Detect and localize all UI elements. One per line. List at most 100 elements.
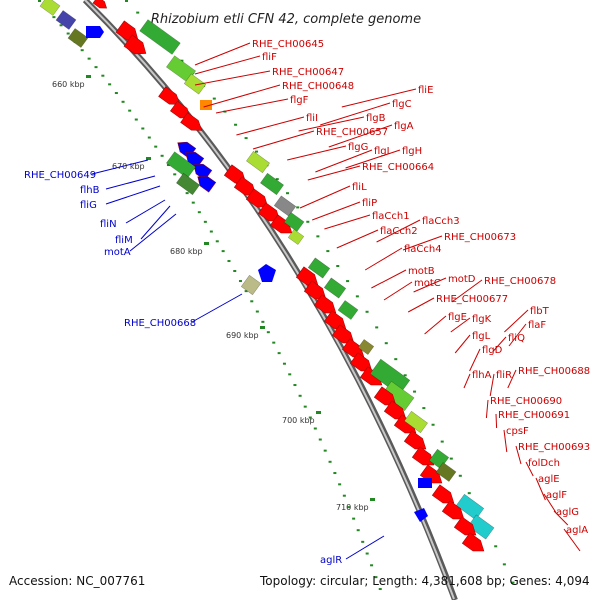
scale-dot: [494, 545, 498, 548]
cds-bar: [273, 195, 297, 217]
gene-label: RHE_CH00693: [518, 442, 590, 453]
scale-dot: [59, 24, 63, 27]
scale-dot: [347, 506, 351, 509]
scale-dot: [121, 100, 125, 103]
gene-label: flgI: [374, 146, 390, 157]
gene-label: flgA: [394, 121, 414, 132]
scale-dot: [375, 326, 379, 329]
gene-arrow: [158, 86, 181, 105]
scale-dot: [66, 32, 70, 35]
leader-line: [424, 315, 447, 335]
scale-dot: [191, 201, 195, 204]
leader-line: [287, 145, 347, 161]
leader-line: [125, 199, 166, 224]
scale-dot: [277, 352, 281, 355]
leader-line: [451, 279, 483, 303]
scale-dot: [422, 407, 426, 410]
scale-dot: [502, 563, 506, 566]
leader-line: [298, 116, 365, 132]
scale-dot: [209, 230, 213, 233]
scale-dot: [318, 438, 322, 441]
scale-dot: [238, 280, 242, 283]
gene-label: aglF: [546, 490, 567, 501]
gene-label: motD: [448, 274, 476, 285]
gene-label: fliR: [496, 370, 512, 381]
cds-bar: [139, 19, 181, 55]
scale-dot: [221, 250, 225, 253]
kbp-tick-mark: [260, 326, 265, 329]
gene-label: RHE_CH00688: [518, 366, 590, 377]
leader-line: [402, 235, 443, 251]
kbp-tick-label: 710 kbp: [336, 503, 369, 512]
scale-dot: [233, 270, 237, 272]
scale-dot: [114, 92, 118, 95]
scale-dot: [80, 49, 84, 52]
cds-bar: [323, 277, 347, 299]
scale-dot: [370, 564, 374, 567]
cds-bar: [287, 229, 305, 245]
gene-arrow: [197, 175, 217, 193]
leader-line: [383, 281, 413, 301]
gene-label: fliG: [80, 200, 97, 211]
gene-label: flgB: [366, 113, 386, 124]
gene-blue: [414, 508, 428, 522]
scale-dot: [413, 390, 417, 393]
scale-dot: [261, 320, 265, 323]
scale-dot: [134, 118, 138, 121]
leader-line: [345, 149, 401, 169]
scale-dot: [394, 358, 398, 361]
scale-dot: [173, 173, 177, 176]
cds-bar: [55, 10, 77, 30]
scale-dot: [355, 295, 359, 298]
cds-bar: [39, 0, 61, 16]
scale-dot: [346, 280, 350, 283]
scale-dot: [403, 374, 407, 377]
gene-label: aglE: [538, 474, 560, 485]
gene-label: RHE_CH00691: [498, 410, 570, 421]
gene-label: fliF: [262, 52, 277, 63]
leader-line: [315, 149, 373, 173]
leader-line: [563, 528, 581, 552]
scale-dot: [215, 240, 219, 243]
scale-dot: [94, 66, 98, 69]
scale-dot: [303, 405, 307, 408]
cds-bar: [183, 73, 207, 95]
scale-dot: [160, 154, 164, 157]
leader-line: [504, 309, 529, 333]
leader-line: [508, 323, 527, 347]
backbone-layer: [82, 0, 458, 600]
gene-label: fliQ: [508, 333, 525, 344]
gene-label: aglA: [566, 525, 588, 536]
scale-dot: [125, 0, 128, 2]
gene-arrow: [123, 34, 147, 55]
scale-dot: [374, 576, 378, 579]
accession-text: Accession: NC_007761: [9, 574, 146, 588]
scale-dot: [296, 206, 300, 209]
gene-blue: [418, 478, 432, 488]
kbp-tick-label: 690 kbp: [226, 331, 259, 340]
gene-label: flgL: [472, 331, 491, 342]
map-title: Rhizobium etli CFN 42, complete genome: [151, 12, 421, 27]
gene-label: flaCch2: [380, 226, 418, 237]
cds-bar: [260, 172, 284, 196]
scale-dot: [338, 483, 342, 486]
gene-label: aglG: [556, 507, 579, 518]
scale-dot: [101, 74, 105, 77]
scale-dot: [293, 384, 297, 387]
scale-dot: [467, 492, 471, 495]
gene-label: motC: [414, 278, 441, 289]
gene-label: RHE_CH00678: [484, 276, 556, 287]
scale-dot: [288, 373, 292, 376]
scale-dot: [365, 552, 369, 555]
leader-line: [413, 277, 447, 293]
gene-label: fliN: [100, 219, 117, 230]
gene-label: flhA: [472, 370, 492, 381]
cds-bar: [404, 410, 428, 434]
leader-line: [371, 269, 407, 289]
gene-label: RHE_CH00673: [444, 232, 516, 243]
gene-label: fliL: [352, 182, 367, 193]
feature-layer: [39, 0, 495, 552]
cds-bar: [176, 172, 200, 196]
scale-dot: [356, 529, 360, 532]
